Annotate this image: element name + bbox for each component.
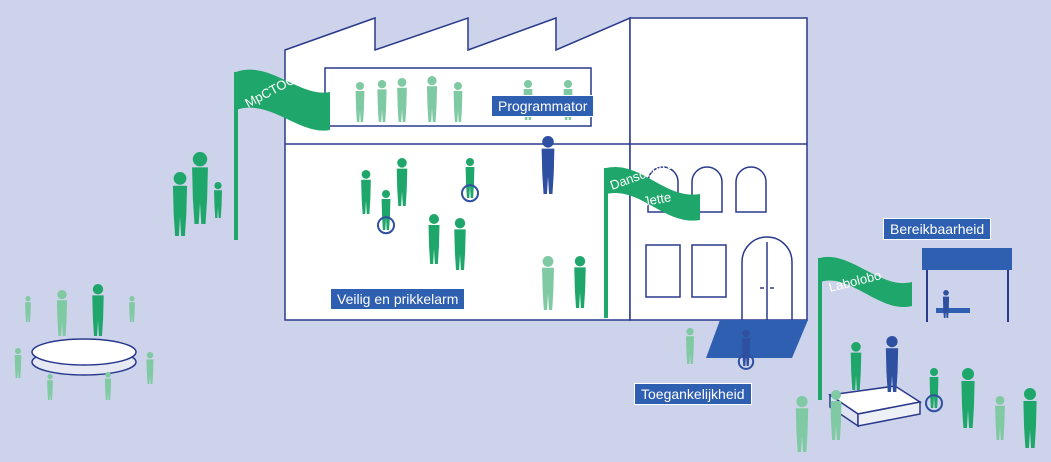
entrance-ramp [706, 320, 808, 358]
person-icon [25, 296, 31, 322]
flag-danscentrum-text-2: Jette [642, 189, 672, 209]
wheelchair-icon [737, 330, 755, 370]
bench-shelter [922, 248, 1012, 322]
wheelchair-icon [377, 190, 395, 235]
stage-platform [827, 385, 922, 428]
label-programmator: Programmator [491, 95, 595, 117]
person-icon [14, 348, 22, 378]
person-icon [995, 396, 1005, 440]
person-icon [541, 136, 555, 194]
bench-icon [936, 308, 970, 313]
label-toegankelijkheid: Toegankelijkheid [634, 383, 752, 405]
person-icon [542, 256, 554, 310]
wheelchair-icon [925, 368, 943, 413]
person-icon [961, 368, 975, 428]
person-icon [397, 78, 407, 122]
people-group [14, 76, 1037, 452]
person-icon [104, 372, 112, 400]
person-icon [850, 342, 862, 390]
wheelchair-icon [461, 158, 479, 203]
person-icon [56, 290, 68, 336]
person-icon [172, 172, 188, 236]
person-icon [453, 82, 463, 122]
label-bereikbaarheid: Bereikbaarheid [883, 218, 992, 240]
person-icon [1023, 388, 1037, 448]
person-icon [377, 80, 387, 122]
door-icon [741, 236, 793, 321]
label-veilig-en-prikkelarm: Veilig en prikkelarm [330, 288, 466, 310]
person-icon [47, 374, 53, 400]
flag-icon: Labolobo [818, 256, 912, 400]
person-icon [129, 296, 135, 322]
person-icon [355, 82, 365, 122]
person-icon [146, 352, 154, 384]
person-icon [574, 256, 586, 308]
person-icon [686, 328, 694, 364]
person-icon [192, 152, 208, 224]
person-icon [92, 284, 104, 336]
person-icon [454, 218, 466, 270]
round-platform [31, 338, 137, 376]
person-icon [942, 290, 950, 318]
person-icon [795, 396, 809, 452]
person-icon [830, 390, 842, 440]
person-icon [361, 170, 371, 214]
person-icon [885, 336, 899, 392]
person-icon [396, 158, 408, 206]
person-icon [428, 214, 440, 264]
person-icon [426, 76, 438, 122]
person-icon [214, 182, 222, 218]
